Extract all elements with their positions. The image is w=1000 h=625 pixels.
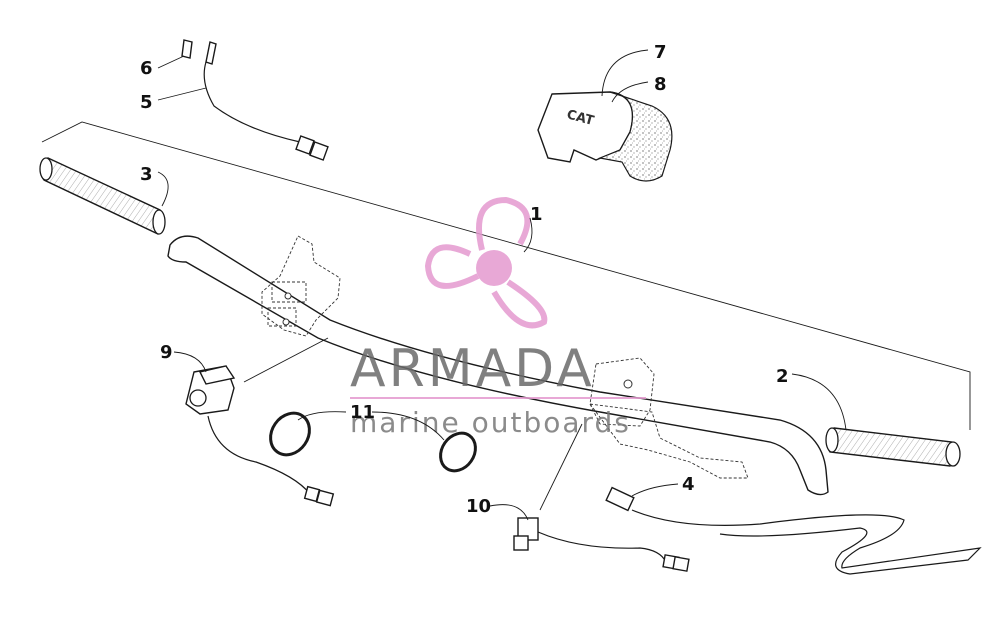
heater-harness-small [181, 39, 329, 161]
left-grip [39, 157, 166, 235]
watermark-hub [476, 250, 512, 286]
leader-lines [157, 49, 847, 521]
handlebar [167, 235, 829, 496]
heater-element-4 [605, 486, 982, 575]
callouts: 1 2 3 4 5 6 7 8 9 10 11 [140, 42, 789, 517]
pad-logo-text: CAT [565, 107, 596, 129]
callout-8: 8 [654, 74, 667, 95]
watermark-blade [491, 279, 548, 329]
callout-9: 9 [160, 342, 173, 363]
callout-6: 6 [140, 58, 153, 79]
callout-10: 10 [466, 496, 491, 517]
watermark-title: ARMADA [350, 339, 595, 399]
callout-2: 2 [776, 366, 789, 387]
reference-frame [41, 121, 971, 430]
watermark-blade [476, 196, 531, 251]
callout-5: 5 [140, 92, 153, 113]
right-mount-phantom [539, 357, 749, 511]
right-grip [825, 427, 961, 467]
callout-4: 4 [682, 474, 695, 495]
clamp-rings [269, 411, 477, 473]
watermark-logo [424, 196, 548, 329]
switch-10 [513, 517, 690, 572]
switch-9 [185, 365, 335, 507]
callout-7: 7 [654, 42, 667, 63]
callout-3: 3 [140, 164, 153, 185]
callout-1: 1 [530, 204, 543, 225]
callout-11: 11 [350, 402, 375, 423]
left-mount-phantom [243, 235, 341, 383]
watermark-blade [424, 244, 480, 289]
watermark-subtitle: marine outboards [350, 406, 631, 439]
watermark-text: ARMADA marine outboards [350, 339, 646, 439]
handlebar-pad: CAT [537, 91, 673, 182]
